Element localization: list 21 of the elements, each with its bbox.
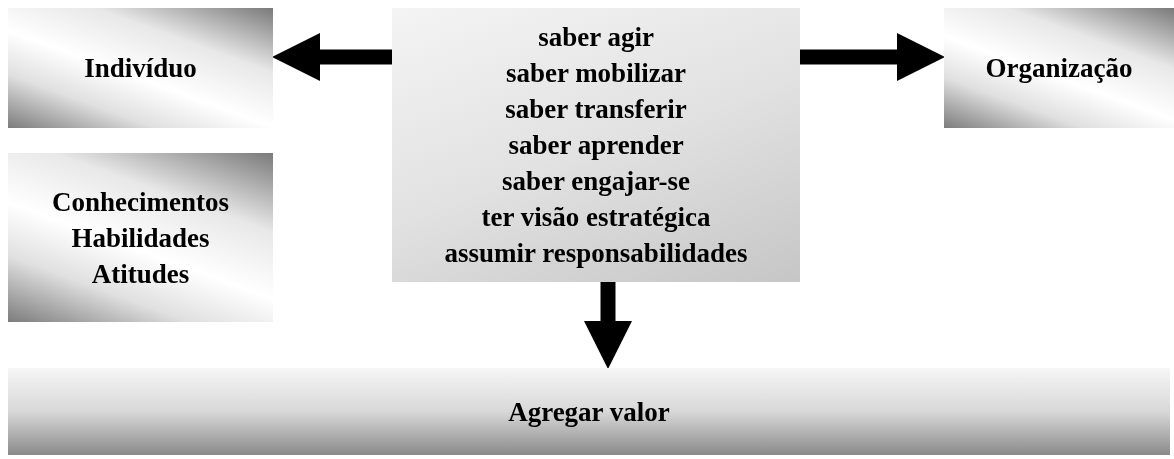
block-arrow [272, 33, 392, 81]
box-text: Organização [985, 52, 1133, 85]
gradient-box [8, 368, 1170, 455]
block-arrow [584, 282, 632, 369]
box-text: ter visão estratégica [481, 201, 711, 234]
box-text: Indivíduo [84, 52, 197, 85]
box-text: assumir responsabilidades [444, 237, 748, 270]
box-text: saber engajar-se [501, 165, 691, 198]
box-text: saber mobilizar [505, 57, 687, 90]
gradient-box [944, 8, 1174, 128]
box-text: Conhecimentos [52, 185, 229, 219]
box-text: Habilidades [71, 221, 210, 255]
box-text: Atitudes [91, 257, 190, 291]
gradient-box [8, 153, 273, 322]
gradient-box [392, 8, 800, 282]
box-text: saber transferir [505, 93, 687, 126]
block-arrow [800, 33, 945, 81]
box-text: saber agir [538, 21, 654, 54]
gradient-box [8, 8, 273, 128]
box-text: Agregar valor [508, 395, 670, 429]
box-text: saber aprender [508, 129, 684, 162]
